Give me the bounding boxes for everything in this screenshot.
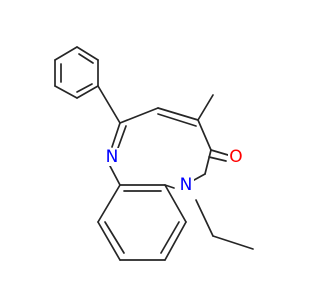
atom-label: N	[106, 147, 119, 167]
bond	[97, 85, 121, 124]
bond	[54, 85, 78, 99]
atom-imine-nitrogen: N	[104, 147, 120, 167]
bond	[197, 119, 212, 151]
benzo-ring	[97, 184, 187, 261]
atom-label: N	[180, 175, 193, 195]
bond	[97, 221, 121, 261]
bond	[164, 221, 187, 261]
bond	[54, 46, 78, 61]
bond	[111, 122, 121, 148]
bond	[157, 107, 199, 121]
bond	[76, 46, 99, 61]
bond	[109, 165, 121, 186]
atom-label: O	[229, 147, 242, 167]
double-bond-inner	[157, 113, 197, 127]
double-bond-inner	[104, 221, 125, 254]
molecule-diagram: N N O	[54, 46, 254, 261]
bond	[164, 184, 187, 223]
phenyl-ring	[54, 46, 99, 99]
double-bond-inner	[78, 53, 94, 64]
carbonyl-bond	[208, 156, 227, 162]
bond	[76, 85, 99, 99]
bond	[97, 184, 121, 223]
atom-carbonyl-oxygen: O	[228, 147, 244, 167]
methyl-bond	[197, 94, 214, 121]
ethyl-bond	[195, 199, 214, 237]
double-bond-inner	[117, 125, 127, 149]
diazocine-ring	[109, 107, 212, 186]
bond	[119, 107, 159, 124]
bond	[204, 149, 212, 175]
double-bond-inner	[160, 221, 180, 254]
double-bond-inner	[76, 83, 93, 93]
bond	[164, 184, 175, 189]
ethyl-bond	[212, 235, 254, 250]
atom-amide-nitrogen: N	[178, 175, 194, 195]
carbonyl-bond	[210, 149, 229, 156]
